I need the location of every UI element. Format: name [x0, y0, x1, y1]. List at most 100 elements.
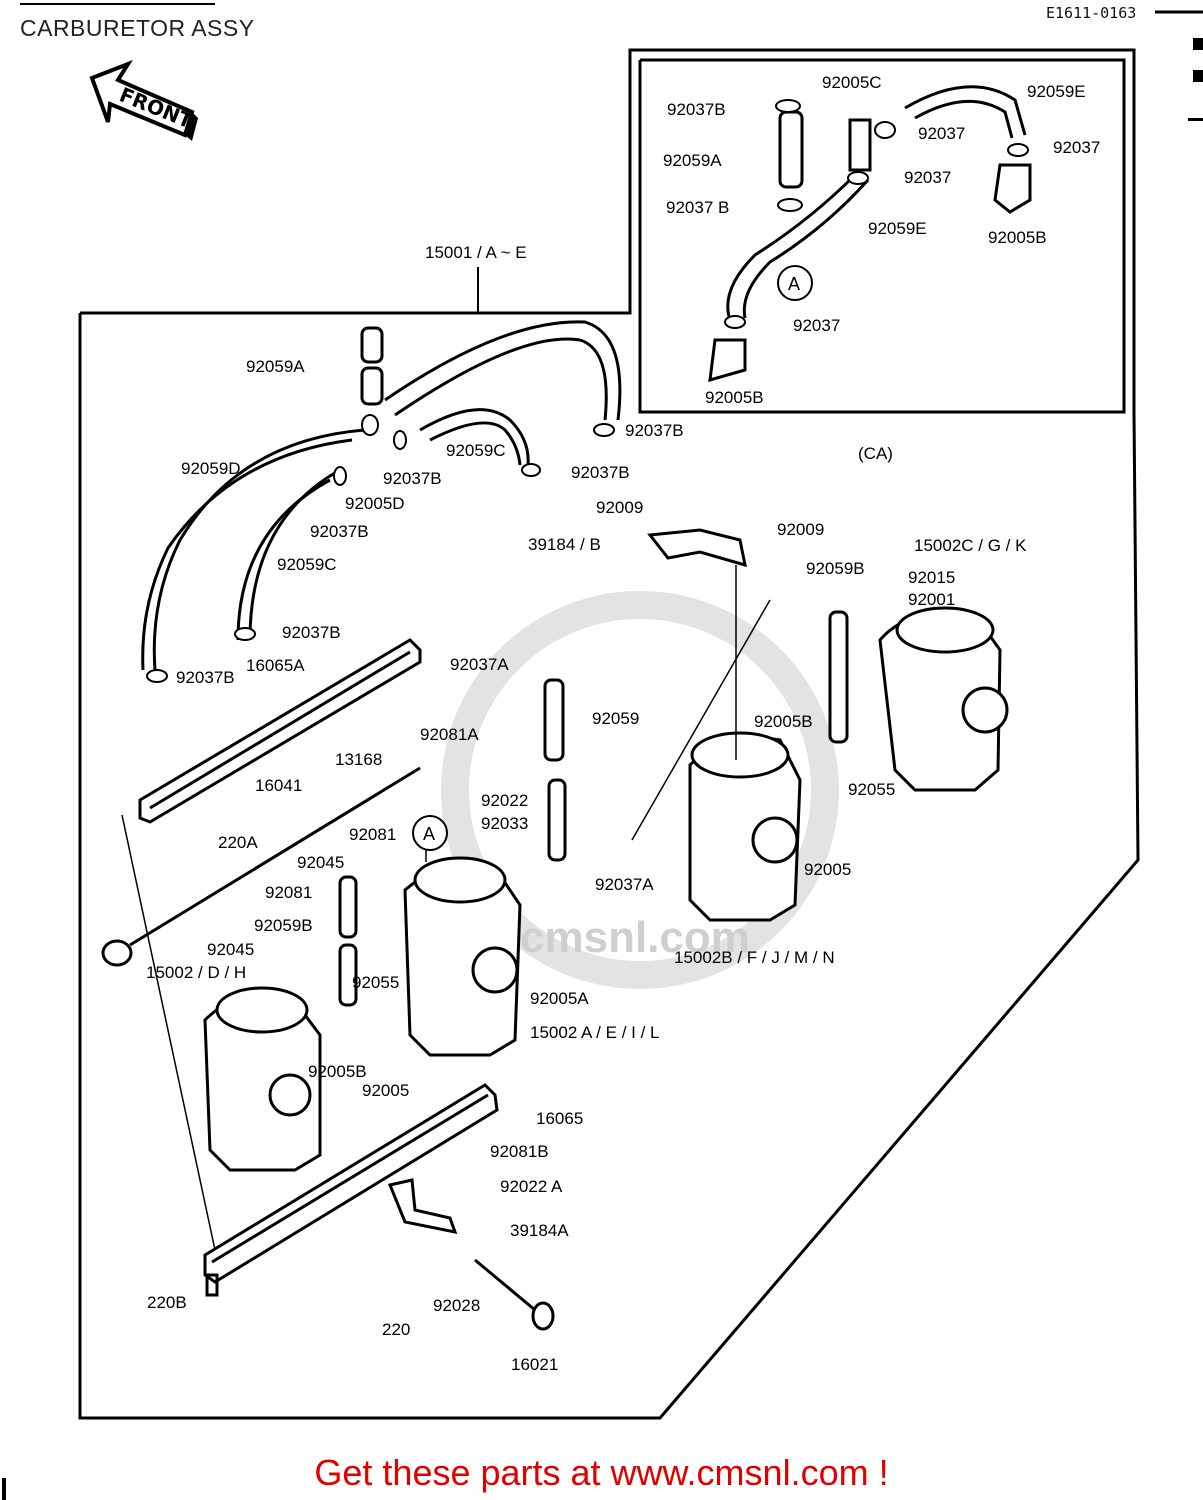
part-label: 220B	[147, 1293, 187, 1312]
part-label: 92059B	[254, 916, 313, 935]
part-label: 92037B	[625, 421, 684, 440]
front-arrow: FRONT	[89, 59, 198, 141]
hose-92059e-lower-inner	[742, 178, 870, 319]
fitting-92005b-bottom	[708, 338, 747, 383]
part-label: 92005	[362, 1081, 409, 1100]
part-label: 92037B	[282, 623, 341, 642]
part-label: 92037B	[310, 522, 369, 541]
diagram-code: E1611-0163	[1046, 4, 1137, 22]
assembly-outline	[78, 48, 1140, 1420]
hose-92059a-short	[360, 326, 384, 364]
edge-mark	[2, 1478, 6, 1500]
part-label: 220	[382, 1320, 410, 1339]
front-label: FRONT	[116, 82, 196, 133]
part-label: 16021	[511, 1355, 558, 1374]
clamp	[1007, 143, 1029, 157]
hose-92059e-top	[904, 85, 1027, 136]
part-label: 92022	[481, 791, 528, 810]
hose-long	[394, 337, 608, 421]
shaft-16041	[101, 766, 421, 967]
part-label: 92005B	[754, 712, 813, 731]
part-label: 92059A	[663, 151, 722, 170]
edge-mark	[1193, 70, 1203, 82]
part-label: 92037A	[595, 875, 654, 894]
edge-mark	[1188, 118, 1203, 121]
part-label: 16041	[255, 776, 302, 795]
part-label: 92037	[918, 124, 965, 143]
clamp	[777, 198, 803, 212]
fitting-92005c	[848, 118, 872, 172]
part-label: 92037B	[176, 668, 235, 687]
part-label: 15002B / F / J / M / N	[674, 948, 835, 967]
hose-92059-vertical	[543, 678, 567, 862]
part-label: 92081A	[420, 725, 479, 744]
bracket-39184b	[647, 528, 747, 568]
part-label: 92001	[908, 590, 955, 609]
fitting-92005b-top	[993, 163, 1032, 214]
part-label: 92055	[848, 780, 895, 799]
part-label: 15002C / G / K	[914, 536, 1027, 555]
part-label: (CA)	[858, 444, 893, 463]
part-label: 92005B	[308, 1062, 367, 1081]
part-label: 92037	[1053, 138, 1100, 157]
part-label: 92059D	[181, 459, 241, 478]
part-label: 92005	[804, 860, 851, 879]
part-label: 92037B	[667, 100, 726, 119]
part-label: 92059B	[806, 559, 865, 578]
bracket-39184a	[387, 1178, 458, 1234]
callout-a-main: A	[412, 815, 448, 851]
part-label: 92037	[793, 316, 840, 335]
clamp	[724, 315, 746, 329]
clamp	[775, 99, 801, 113]
part-label: 15001 / A ~ E	[425, 243, 527, 262]
part-label: 220A	[218, 833, 258, 852]
throttle-16021	[474, 1258, 555, 1331]
part-label: 92009	[596, 498, 643, 517]
part-label: 92045	[207, 940, 254, 959]
watermark-logo	[441, 591, 839, 989]
hose-92059c-upper	[419, 408, 530, 466]
carburetor-15002bfjmn	[688, 731, 802, 922]
diagram-title: CARBURETOR ASSY	[20, 15, 255, 41]
footer-link[interactable]: Get these parts at www.cmsnl.com !	[314, 1452, 889, 1493]
hose-92059c-lower-inner	[236, 478, 331, 641]
part-label: 92081	[349, 825, 396, 844]
ca-clamps	[724, 99, 1029, 329]
hose-92059c-lower	[248, 468, 341, 641]
part-label: 92055	[352, 973, 399, 992]
hose-92059c-upper-inner	[429, 421, 522, 466]
hose-92059a-short2	[360, 366, 384, 406]
main-hoses	[141, 320, 622, 671]
hose-92059e-top-inner	[914, 99, 1014, 139]
part-label: 92005B	[705, 388, 764, 407]
part-label: 92005C	[822, 73, 882, 92]
clamp	[847, 171, 869, 185]
part-label: 92081B	[490, 1142, 549, 1161]
carburetor-15002aeil	[403, 856, 522, 1057]
part-label: 16065A	[246, 656, 305, 675]
hose-92059b	[338, 610, 849, 1007]
clamp	[874, 121, 896, 139]
part-label: 16065	[536, 1109, 583, 1128]
part-label: 92059A	[246, 357, 305, 376]
part-label: 15002 / D / H	[146, 963, 246, 982]
carburetor-15002cgk	[878, 606, 1009, 792]
hose-92059d-inner	[141, 438, 353, 671]
rail-16065	[203, 1083, 499, 1297]
part-label: 15002 A / E / I / L	[530, 1023, 659, 1042]
part-label: 92059C	[446, 441, 506, 460]
part-label: 92059E	[868, 219, 927, 238]
part-label: 92005A	[530, 989, 589, 1008]
part-label: 92028	[433, 1296, 480, 1315]
part-label: 13168	[335, 750, 382, 769]
part-label: 92059E	[1027, 82, 1086, 101]
part-label: 92022 A	[500, 1177, 563, 1196]
part-label: 92005D	[345, 494, 405, 513]
edge-mark	[1193, 38, 1203, 50]
part-label: 92037	[904, 168, 951, 187]
hose-long-inner	[384, 320, 622, 421]
part-label: 92037B	[383, 469, 442, 488]
part-label: 39184 / B	[528, 535, 601, 554]
